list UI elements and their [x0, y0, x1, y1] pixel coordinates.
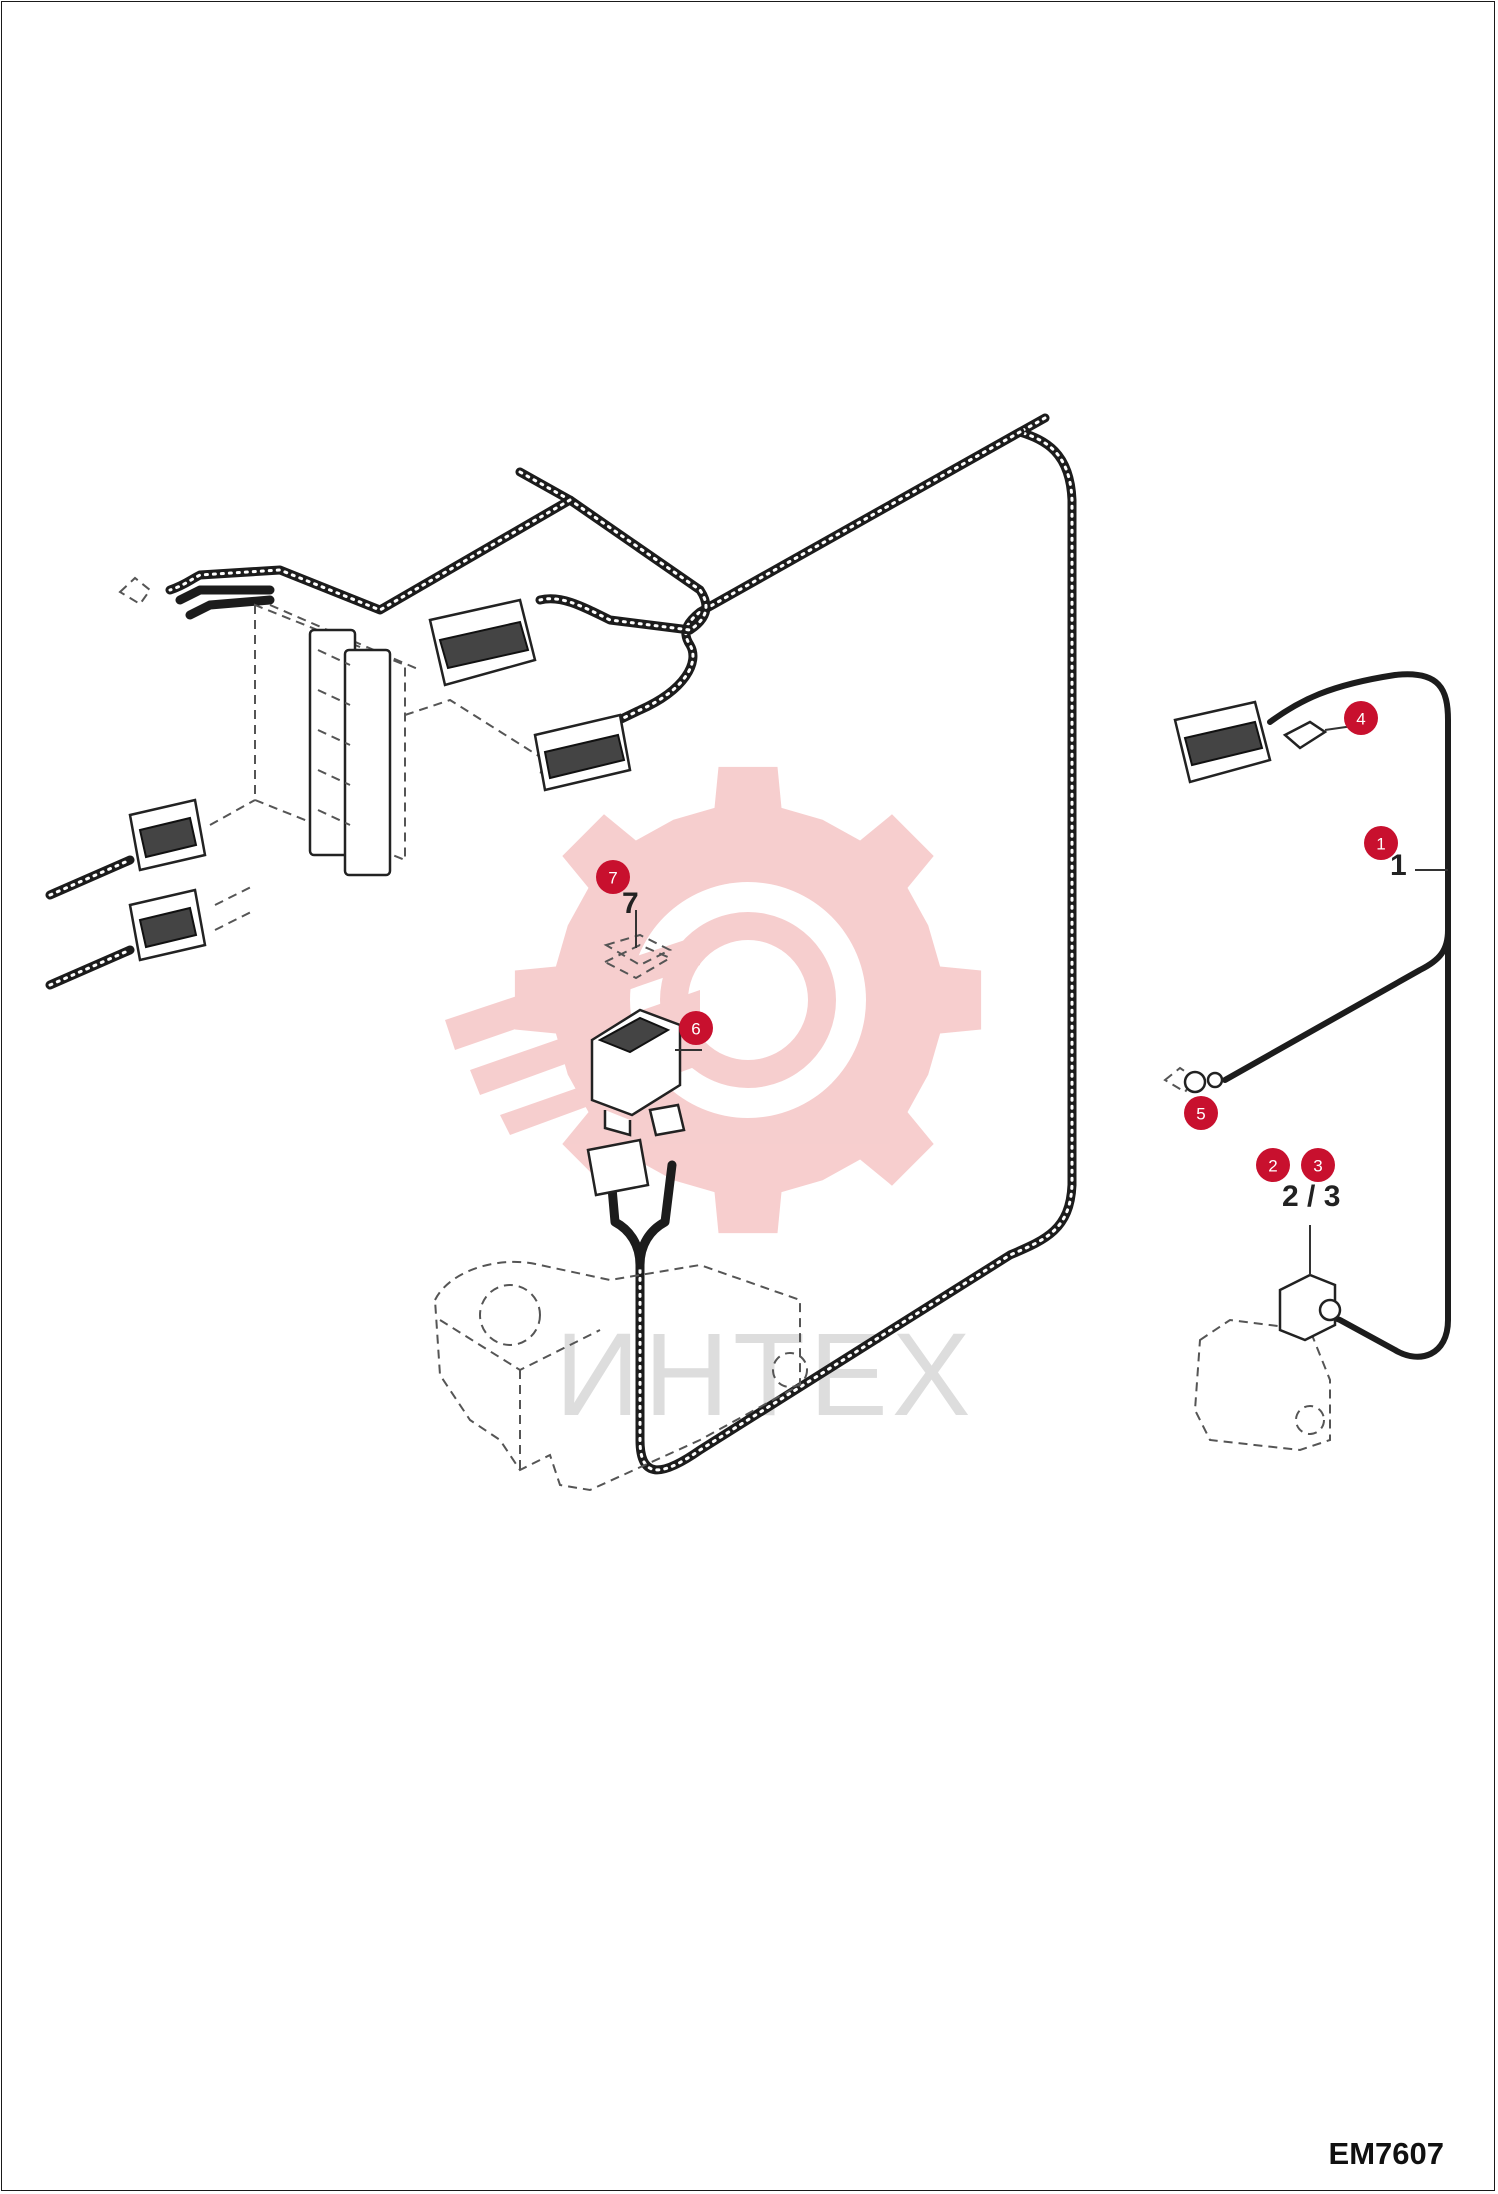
callout-circle	[679, 1011, 713, 1045]
callout-circle	[1301, 1148, 1335, 1182]
retainer-plate	[602, 910, 673, 980]
callout-label: 7	[608, 869, 617, 888]
callout-3: 3	[1301, 1148, 1335, 1182]
part-number-2-3: 2 / 3	[1282, 1180, 1340, 1213]
callout-4: 4	[1344, 701, 1378, 735]
callout-label: 1	[1376, 835, 1385, 854]
ring-terminal	[1183, 1070, 1224, 1094]
callout-1: 1	[1364, 826, 1398, 860]
right-harness	[1222, 671, 1451, 1360]
watermark-gear-icon	[445, 766, 982, 1234]
fuse-relay-block	[308, 628, 392, 877]
callout-6: 6	[679, 1011, 713, 1045]
watermark-text: ИНТЕХ	[555, 1309, 975, 1441]
callout-label: 3	[1313, 1157, 1322, 1176]
callout-markers: 1 2 3 4 5 6 7	[596, 701, 1398, 1182]
solenoid	[1278, 1225, 1342, 1342]
callout-7: 7	[596, 860, 630, 894]
drawing-code: EM7607	[1328, 2136, 1444, 2171]
part-number-7: 7	[622, 887, 639, 920]
callout-circle	[1344, 701, 1378, 735]
callout-label: 5	[1196, 1105, 1205, 1124]
callout-circle	[1256, 1148, 1290, 1182]
part-number-1: 1	[1390, 849, 1407, 882]
callout-label: 4	[1356, 710, 1365, 729]
rocker-switch	[590, 1008, 702, 1137]
main-harness	[45, 413, 1077, 1475]
callout-circle	[1184, 1096, 1218, 1130]
callout-circle	[596, 860, 630, 894]
connectors	[128, 598, 1272, 1197]
callout-circle	[1364, 826, 1398, 860]
callout-2: 2	[1256, 1148, 1290, 1182]
callout-5: 5	[1184, 1096, 1218, 1130]
callout-label: 6	[691, 1020, 700, 1039]
callout-label: 2	[1268, 1157, 1277, 1176]
